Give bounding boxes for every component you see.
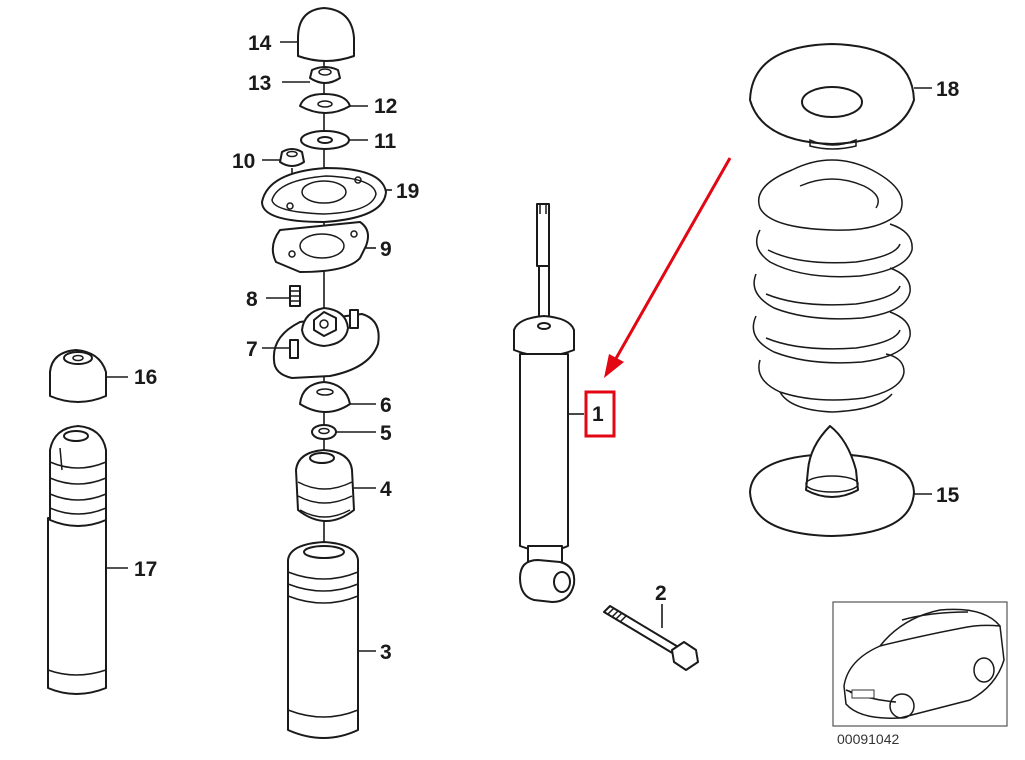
part-18-upper-spring-pad <box>749 43 932 150</box>
part-15-lower-spring-pad <box>749 425 932 537</box>
part-5-ring <box>311 424 376 440</box>
label-15: 15 <box>936 484 960 507</box>
coil-spring <box>752 159 913 413</box>
part-13-nut <box>282 66 341 84</box>
part-4-bump-stop <box>295 449 376 522</box>
label-8: 8 <box>246 288 258 311</box>
part-9-plate <box>271 221 376 273</box>
diagram-code: 00091042 <box>837 731 900 747</box>
label-10: 10 <box>232 150 255 173</box>
part-6-cup <box>299 381 376 413</box>
part-11-washer <box>300 130 368 150</box>
label-7: 7 <box>246 338 258 361</box>
label-9: 9 <box>380 238 392 261</box>
label-6: 6 <box>380 394 392 417</box>
part-17-protective-tube <box>47 425 128 695</box>
part-14-cap <box>280 7 355 62</box>
label-3: 3 <box>380 641 392 664</box>
part-3-boot <box>287 541 376 739</box>
part-12-dome-washer <box>299 93 368 114</box>
part-2-bolt <box>603 604 699 671</box>
part-8-stud <box>266 285 301 307</box>
label-5: 5 <box>380 422 392 445</box>
part-19-gasket <box>261 167 392 223</box>
highlight-box-1 <box>584 390 616 438</box>
label-18: 18 <box>936 78 960 101</box>
label-12: 12 <box>374 95 397 118</box>
red-arrow-icon <box>604 157 732 378</box>
label-1: 1 <box>592 403 604 426</box>
part-1-shock-absorber <box>513 203 584 603</box>
vehicle-thumbnail <box>832 601 1008 727</box>
part-10-nut <box>262 148 305 204</box>
label-14: 14 <box>248 32 272 55</box>
label-19: 19 <box>396 180 419 203</box>
label-11: 11 <box>374 130 397 153</box>
part-16-bump-cap <box>49 349 128 403</box>
label-2: 2 <box>655 582 667 605</box>
label-13: 13 <box>248 72 271 95</box>
part-7-strut-mount <box>262 307 380 379</box>
label-16: 16 <box>134 366 157 389</box>
label-4: 4 <box>380 478 392 501</box>
label-17: 17 <box>134 558 157 581</box>
